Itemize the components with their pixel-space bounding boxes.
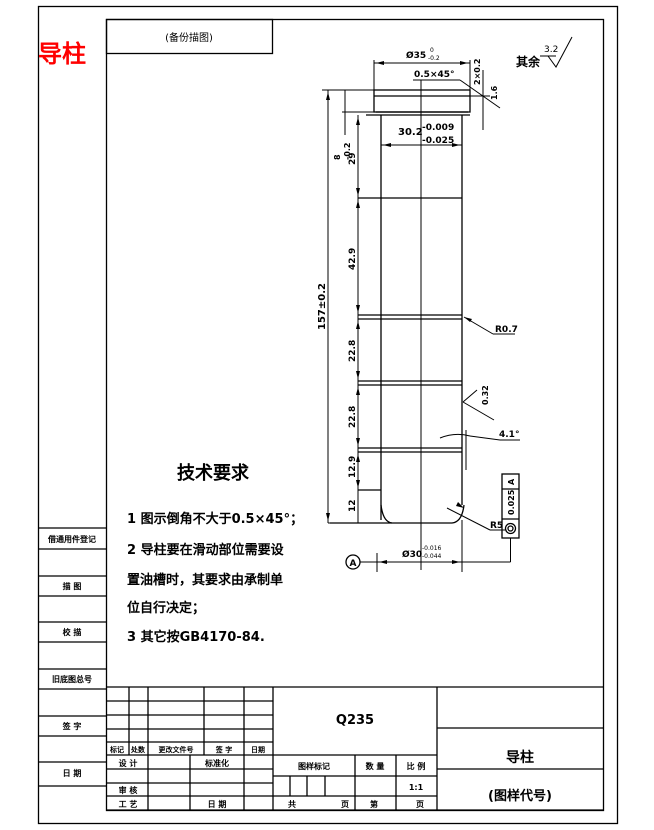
total-pages-unit: 页 <box>341 800 349 809</box>
tech-req-line-5: 3 其它按GB4170-84. <box>127 629 265 645</box>
tolerance-datum: A <box>507 478 516 485</box>
left-label-trace: 描 图 <box>63 581 82 591</box>
top-label-box <box>105 18 274 55</box>
left-label-check-trace: 校 描 <box>63 627 82 637</box>
rev-header-mark: 标记 <box>109 745 124 754</box>
outer-frame <box>37 5 619 825</box>
rev-header-sign: 签 字 <box>215 745 232 754</box>
tech-req-line-3: 置油槽时，其要求由承制单 <box>127 572 283 588</box>
page-no-unit: 页 <box>416 800 424 809</box>
datum-label: A <box>350 559 357 569</box>
taper-angle: 4.1° <box>499 430 519 440</box>
left-label-signature: 签 字 <box>62 721 82 731</box>
standardize-label: 标准化 <box>204 758 229 768</box>
tech-req-line-4: 位自行决定； <box>127 600 205 616</box>
head-diameter-tol-lower: -0.2 <box>428 55 440 62</box>
scale-label: 比 例 <box>407 761 426 771</box>
groove-radius: R0.7 <box>495 325 518 335</box>
head-height: 1.6 <box>490 85 499 100</box>
head-diameter: Ø35 <box>406 50 426 61</box>
head-length: 8 <box>333 154 342 160</box>
head-length-tol: -0.2 <box>343 143 352 161</box>
tolerance-value: 0.025 <box>507 489 516 515</box>
review-label: 审 核 <box>119 785 138 795</box>
bottom-diameter: Ø30 <box>402 549 422 560</box>
rev-header-date: 日期 <box>251 745 265 754</box>
shaft-tol-lower: -0.025 <box>422 136 454 146</box>
drawing-code: (图样代号) <box>488 788 552 804</box>
stage-mark-label: 图样标记 <box>298 761 330 771</box>
chamfer-note: 0.5×45° <box>414 70 455 80</box>
top-label: (备份描图) <box>165 31 213 44</box>
left-label-borrow: 借通用件登记 <box>47 534 96 544</box>
tech-requirements-title: 技术要求 <box>177 462 250 484</box>
rev-header-doc: 更改文件号 <box>159 745 194 754</box>
bottom-tol-lower: -0.044 <box>422 553 442 560</box>
surface-finish-prefix: 其余 <box>516 54 541 69</box>
page-no-label: 第 <box>370 799 378 809</box>
total-pages-label: 共 <box>288 799 296 809</box>
tech-req-line-1: 1 图示倒角不大于0.5×45°； <box>127 511 303 527</box>
scale-value: 1:1 <box>409 783 424 792</box>
corner-title: 导柱 <box>38 40 86 68</box>
dim-22-8-a: 22.8 <box>348 340 358 362</box>
design-label: 设 计 <box>119 758 138 768</box>
dim-12-9: 12.9 <box>348 456 358 478</box>
chamfer-side: 2×0.2 <box>473 59 482 85</box>
bottom-tol-upper: -0.016 <box>422 545 442 552</box>
date-label: 日 期 <box>208 799 227 809</box>
shaft-tol-upper: -0.009 <box>422 123 454 133</box>
process-label: 工 艺 <box>119 799 138 809</box>
dim-29: 29 <box>348 152 358 165</box>
total-length: 157±0.2 <box>317 283 328 330</box>
head-diameter-tol-upper: 0 <box>430 47 434 54</box>
part-name: 导柱 <box>506 749 534 766</box>
dim-42-9: 42.9 <box>348 248 358 270</box>
end-radius: R5 <box>490 521 503 531</box>
roughness-groove: 0.32 <box>481 385 490 405</box>
quantity-label: 数 量 <box>366 761 385 771</box>
surface-finish-value: 3.2 <box>544 45 558 55</box>
dim-12: 12 <box>348 499 358 512</box>
shaft-diameter: 30.2 <box>398 127 423 138</box>
material: Q235 <box>336 713 374 728</box>
left-label-old-number: 旧底图总号 <box>52 674 92 684</box>
tech-req-line-2: 2 导柱要在滑动部位需要设 <box>127 542 285 558</box>
left-label-date: 日 期 <box>63 768 82 778</box>
dim-22-8-b: 22.8 <box>348 406 358 428</box>
rev-header-count: 处数 <box>130 745 146 754</box>
